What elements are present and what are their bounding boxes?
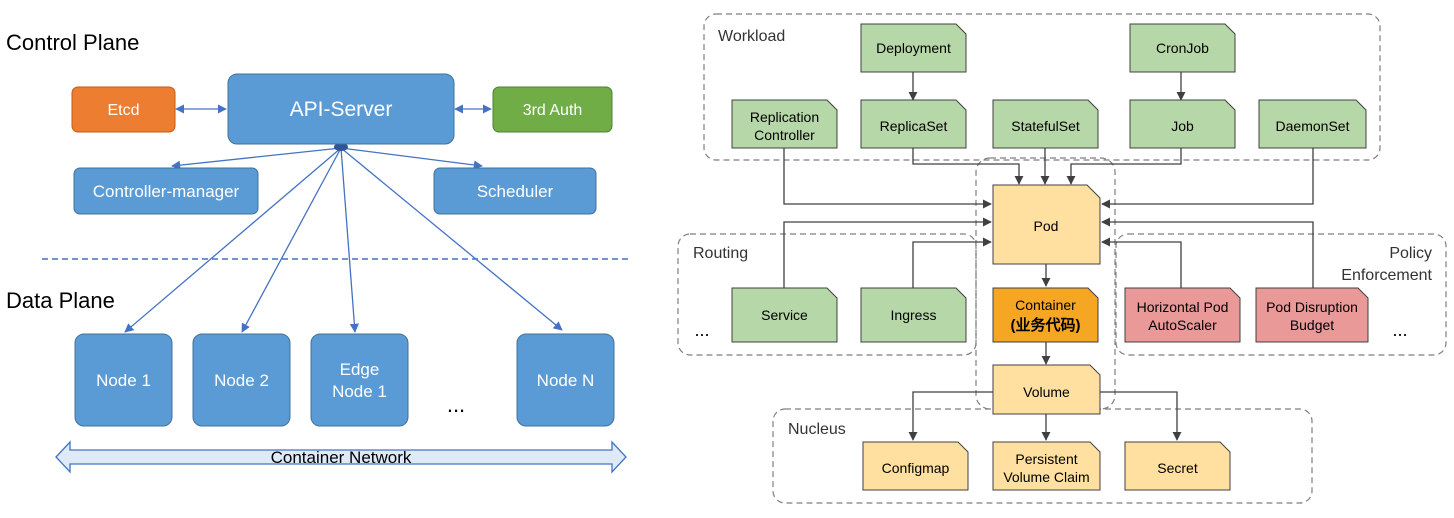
pdb-box: Pod Disruption Budget — [1255, 287, 1369, 343]
replicaset-box: ReplicaSet — [860, 99, 967, 149]
hpa-box: Horizontal Pod AutoScaler — [1124, 287, 1241, 343]
api-fanout-links — [124, 147, 563, 333]
statefulset-label: StatefulSet — [1011, 118, 1080, 134]
replication-label-1: Replication — [750, 109, 819, 125]
pod-label: Pod — [1034, 218, 1059, 234]
container-label-2: (业务代码) — [1011, 316, 1081, 334]
policy-group — [1115, 233, 1447, 356]
data-plane-title: Data Plane — [6, 288, 115, 313]
policy-title-1: Policy — [1389, 245, 1432, 262]
right-diagram: Workload Routing Policy Enforcement Nucl… — [677, 13, 1447, 504]
nucleus-group — [772, 408, 1313, 504]
third-auth-box: 3rd Auth — [492, 86, 613, 133]
cronjob-label: CronJob — [1156, 40, 1209, 56]
service-box: Service — [731, 287, 838, 343]
pvc-label-1: Persistent — [1015, 451, 1077, 467]
daemonset-label: DaemonSet — [1276, 118, 1350, 134]
node-n-box: Node N — [516, 333, 615, 427]
container-network-label: Container Network — [271, 448, 412, 467]
controller-manager-box: Controller-manager — [73, 167, 259, 215]
left-diagram: Control Plane Data Plane Etcd API-Server… — [6, 30, 628, 474]
controller-manager-label: Controller-manager — [93, 182, 240, 201]
api-server-label: API-Server — [290, 98, 393, 121]
ingress-label: Ingress — [891, 307, 937, 323]
pod-chain-connectors — [908, 264, 1182, 441]
third-auth-label: 3rd Auth — [523, 102, 583, 119]
ingress-box: Ingress — [860, 287, 967, 343]
workload-title: Workload — [718, 28, 785, 45]
volume-box: Volume — [992, 364, 1101, 415]
control-plane-title: Control Plane — [6, 30, 139, 55]
job-label: Job — [1171, 118, 1194, 134]
pvc-box: Persistent Volume Claim — [992, 441, 1101, 491]
api-hub-dot — [334, 143, 348, 151]
api-server-box: API-Server — [227, 73, 455, 145]
container-box: Container (业务代码) — [992, 287, 1099, 343]
secret-box: Secret — [1124, 441, 1231, 491]
etcd-label: Etcd — [107, 102, 139, 119]
volume-label: Volume — [1023, 384, 1070, 400]
pdb-label-1: Pod Disruption — [1266, 299, 1358, 315]
pdb-label-2: Budget — [1290, 317, 1334, 333]
node-n-label: Node N — [537, 371, 595, 390]
pod-box: Pod — [992, 184, 1101, 265]
pvc-label-2: Volume Claim — [1003, 469, 1089, 485]
scheduler-box: Scheduler — [433, 167, 597, 215]
replicaset-label: ReplicaSet — [880, 118, 948, 134]
edge-node-box: Edge Node 1 — [310, 333, 409, 427]
node-1-box: Node 1 — [74, 333, 173, 427]
routing-policy-connectors — [783, 217, 1314, 288]
replication-controller-box: Replication Controller — [731, 99, 838, 149]
policy-title-2: Enforcement — [1341, 267, 1432, 284]
deployment-label: Deployment — [876, 40, 951, 56]
daemonset-box: DaemonSet — [1258, 99, 1367, 149]
node-2-label: Node 2 — [214, 371, 269, 390]
node-1-label: Node 1 — [96, 371, 151, 390]
configmap-label: Configmap — [882, 460, 950, 476]
statefulset-box: StatefulSet — [992, 99, 1099, 149]
container-label-1: Container — [1015, 297, 1076, 313]
nucleus-title: Nucleus — [788, 421, 846, 438]
hpa-label-2: AutoScaler — [1148, 317, 1217, 333]
node-2-box: Node 2 — [192, 333, 291, 427]
replication-label-2: Controller — [754, 127, 815, 143]
edge-node-label-2: Node 1 — [332, 382, 387, 401]
workload-connectors — [783, 72, 1314, 209]
edge-node-label-1: Edge — [340, 360, 380, 379]
service-label: Service — [761, 307, 808, 323]
routing-ellipsis: ... — [694, 320, 709, 340]
etcd-box: Etcd — [71, 86, 176, 133]
job-box: Job — [1129, 99, 1236, 149]
configmap-box: Configmap — [862, 441, 969, 491]
workload-group — [703, 13, 1381, 161]
hpa-label-1: Horizontal Pod — [1137, 299, 1229, 315]
secret-label: Secret — [1157, 460, 1198, 476]
nodes-ellipsis: ... — [447, 392, 465, 417]
cronjob-box: CronJob — [1129, 23, 1236, 73]
routing-title: Routing — [693, 245, 748, 262]
deployment-box: Deployment — [860, 23, 967, 73]
policy-ellipsis: ... — [1392, 320, 1407, 340]
container-network-arrow: Container Network — [55, 440, 627, 474]
scheduler-label: Scheduler — [477, 182, 554, 201]
